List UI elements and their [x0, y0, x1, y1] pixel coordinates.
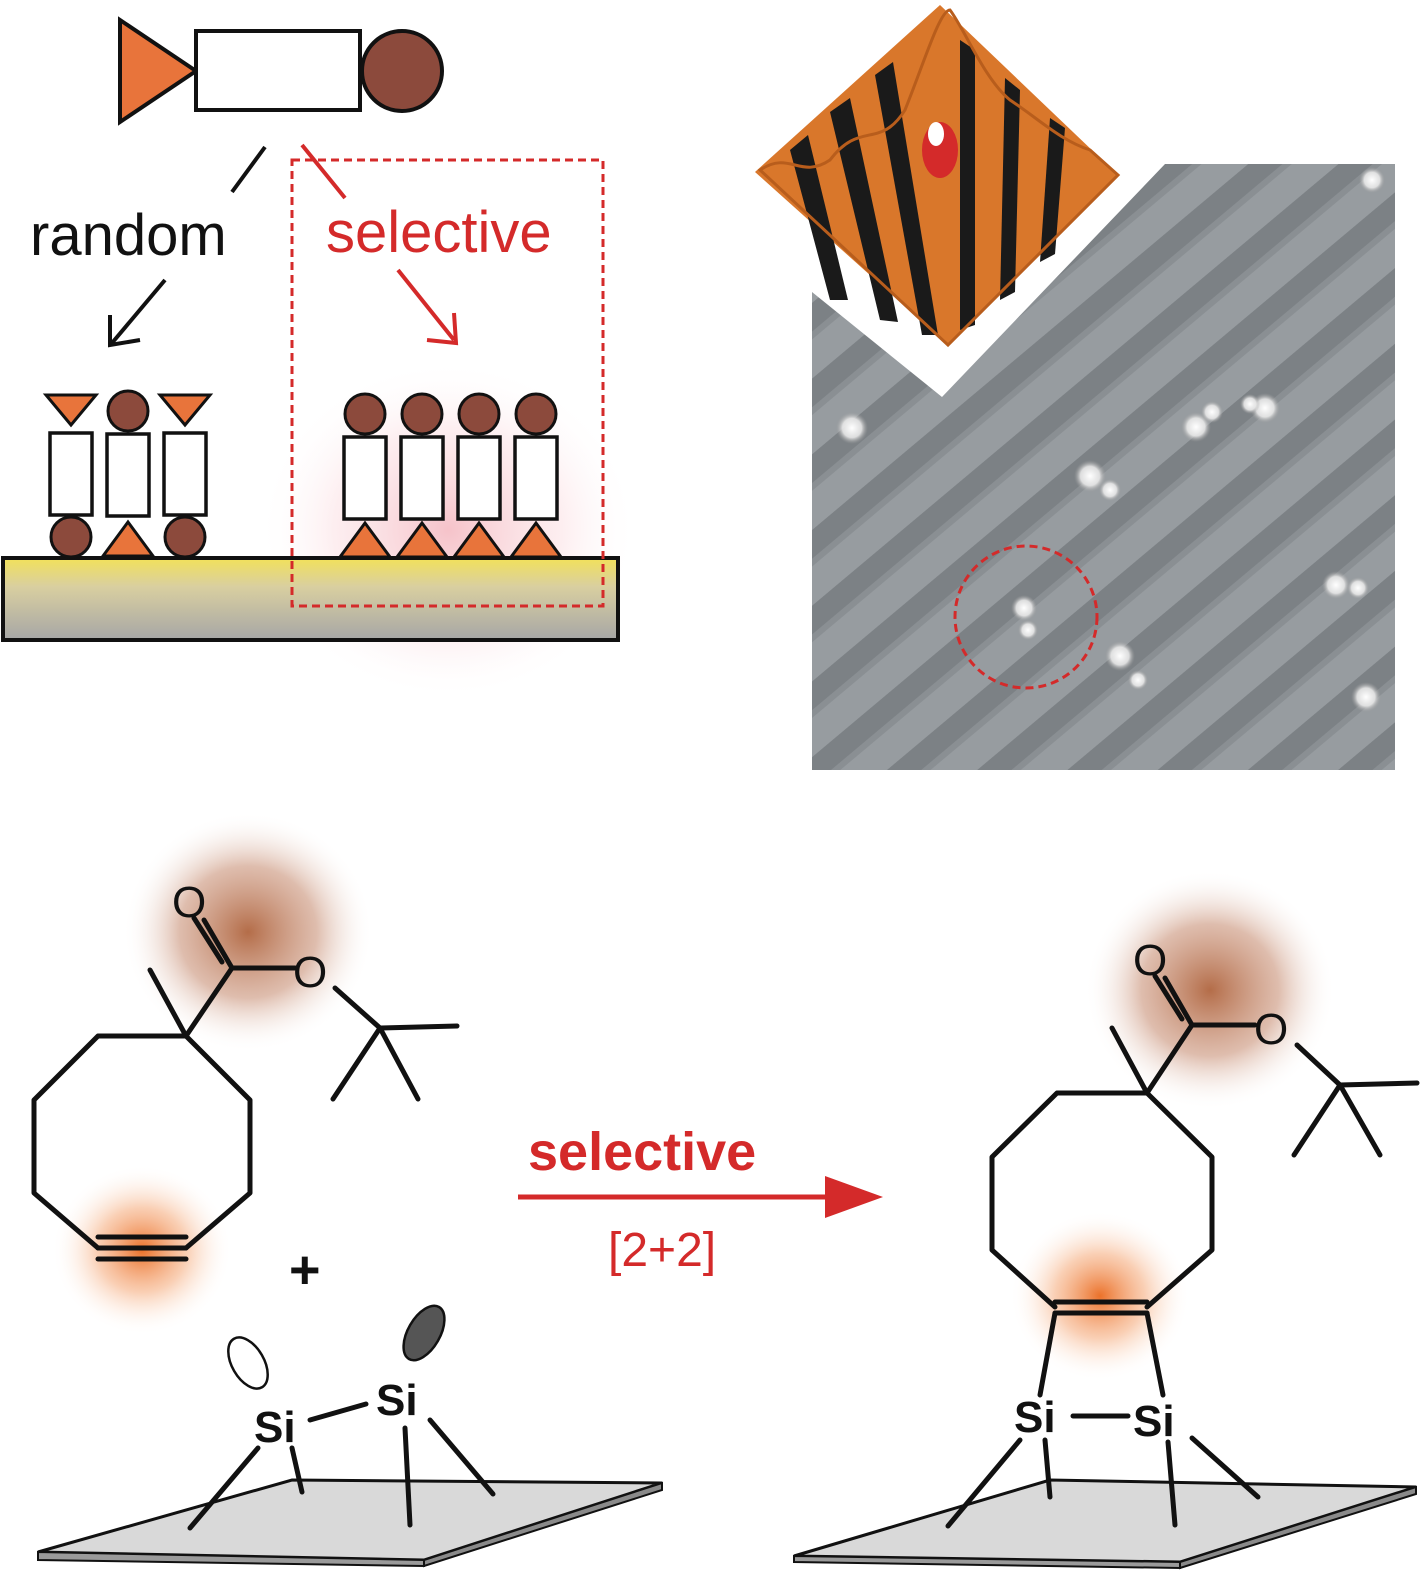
atom-Si-left: Si [254, 1403, 296, 1452]
circle-icon [343, 392, 387, 436]
stm-panel [755, 5, 1395, 770]
triangle-icon [394, 520, 450, 559]
circle-icon [400, 392, 444, 436]
ester-glow-product [1085, 870, 1335, 1110]
label-random: random [30, 203, 227, 268]
circle-icon [49, 515, 93, 559]
plus-sign: + [289, 1240, 321, 1300]
linker-rectangle [513, 435, 559, 521]
random-arrow-lower [110, 278, 167, 345]
schematic-panel: random selective [1, 16, 638, 700]
atom-Si-right-product: Si [1133, 1397, 1175, 1446]
triangle-icon [42, 393, 100, 428]
linker-rectangle [48, 431, 94, 517]
selective-arrow-lower [396, 268, 456, 342]
triangle-icon [508, 520, 564, 559]
linker-rectangle [456, 435, 502, 521]
dangling-bond-filled-icon [402, 1304, 446, 1362]
random-monolayer [42, 389, 214, 559]
selective-arrowhead-icon [426, 312, 459, 346]
arrow-label-selective: selective [528, 1122, 756, 1182]
random-arrow-upper [230, 145, 267, 194]
atom-O-ester-product: O [1254, 1005, 1288, 1054]
circle-icon [163, 515, 207, 559]
atom-Si-left-product: Si [1014, 1393, 1056, 1442]
ester-glow-reactant [123, 812, 373, 1052]
arrowhead-icon [825, 1176, 883, 1218]
selective-arrow-upper [300, 143, 347, 200]
triangle-icon [156, 393, 214, 428]
circle-icon [457, 392, 501, 436]
circle-headgroup-icon [360, 29, 444, 113]
circle-icon [514, 392, 558, 436]
product-si-surface: Si Si [793, 1393, 1417, 1570]
linker-rectangle [342, 435, 388, 521]
molecule-icon [118, 16, 444, 126]
selective-dashed-box [290, 158, 605, 608]
triangle-icon [451, 520, 507, 559]
selective-glow [258, 360, 638, 700]
selective-monolayer [337, 392, 564, 559]
reactant-si-surface: Si Si [37, 1304, 663, 1568]
stm-3d-inset [755, 5, 1121, 348]
triangle-headgroup-icon [118, 16, 200, 126]
linker-rectangle [399, 435, 445, 521]
reaction-scheme: O O + Si Si selective [2+2] [31, 812, 1420, 1570]
reaction-arrow: selective [2+2] [518, 1122, 883, 1277]
linker-rectangle [162, 431, 208, 517]
dangling-bond-empty-icon [227, 1336, 269, 1390]
random-arrowhead-icon [108, 315, 141, 348]
atom-O-carbonyl-product: O [1133, 936, 1167, 985]
substrate-slab [1, 556, 620, 642]
linker-rectangle [194, 29, 362, 112]
label-selective: selective [326, 200, 552, 265]
triangle-icon [100, 519, 156, 558]
stm-adsorbate-spots [836, 167, 1385, 712]
atom-O-carbonyl: O [172, 878, 206, 927]
arrow-label-cycloaddition: [2+2] [608, 1224, 716, 1277]
product-adduct [989, 973, 1420, 1398]
alkene-glow-product [1010, 1211, 1190, 1381]
atom-Si-right: Si [376, 1376, 418, 1425]
atom-O-ester: O [293, 948, 327, 997]
stm-topography-image [812, 164, 1395, 770]
reactant-cyclooctyne [31, 915, 460, 1262]
linker-rectangle [105, 432, 151, 518]
highlight-circle-marker [953, 544, 1099, 690]
triangle-icon [337, 520, 393, 559]
circle-icon [106, 389, 150, 433]
